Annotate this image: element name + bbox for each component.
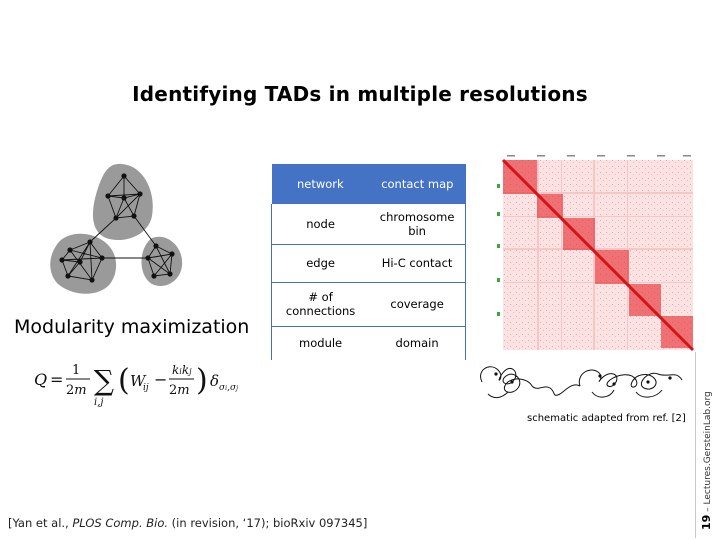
hic-contact-heatmap <box>497 155 695 352</box>
svg-text:ij: ij <box>143 383 149 393</box>
slide-footer-vertical: 19 – Lectures.GersteinLab.org <box>700 391 713 530</box>
footer-divider <box>695 352 696 538</box>
svg-text:2m: 2m <box>66 383 87 398</box>
table-row: node chromosome bin <box>271 204 466 245</box>
svg-text:i,j: i,j <box>94 397 103 408</box>
citation-journal: PLOS Comp. Bio. <box>72 516 169 530</box>
modularity-label: Modularity maximization <box>14 316 250 338</box>
table-cell: chromosome bin <box>369 204 466 245</box>
table-cell: edge <box>271 244 370 283</box>
slide-number: 19 <box>700 514 713 530</box>
svg-text:δ: δ <box>210 372 219 390</box>
svg-text:W: W <box>130 372 147 390</box>
svg-text:kikj: kikj <box>172 363 192 377</box>
lectures-site-label: – Lectures.GersteinLab.org <box>703 391 713 515</box>
svg-text:1: 1 <box>72 363 80 378</box>
table-cell: module <box>299 336 343 351</box>
table-row: module domain <box>272 326 466 360</box>
table-row: edge Hi-C contact <box>271 244 466 283</box>
citation-suffix: (in revision, ‘17); bioRxiv 097345] <box>168 516 368 530</box>
svg-text:): ) <box>196 363 208 398</box>
svg-text:(: ( <box>118 363 130 398</box>
table-cell: node <box>271 204 370 245</box>
svg-text:2m: 2m <box>169 383 190 398</box>
table-cell: coverage <box>369 282 466 327</box>
chromatin-schematic <box>480 366 683 399</box>
network-contactmap-table: network contact map node chromosome bin … <box>271 164 466 360</box>
table-cell: domain <box>395 336 439 351</box>
svg-text:σi,σj: σi,σj <box>219 383 238 393</box>
modularity-formula: Q = 1 2m ∑ i,j ( W ij − kikj 2m ) δ σi,σ… <box>34 363 238 408</box>
citation: [Yan et al., PLOS Comp. Bio. (in revisio… <box>8 516 367 530</box>
table-header-network: network <box>271 164 370 204</box>
table-cell: # of connections <box>271 282 370 327</box>
network-modules-figure <box>50 163 183 294</box>
module-blob-right <box>141 236 183 286</box>
table-cell: Hi-C contact <box>369 244 466 283</box>
table-row: # of connections coverage <box>271 282 466 327</box>
schematic-caption: schematic adapted from ref. [2] <box>527 413 686 424</box>
module-blob-left <box>50 233 117 294</box>
table-header-row: network contact map <box>271 164 466 204</box>
citation-prefix: [Yan et al., <box>8 516 73 530</box>
svg-text:∑: ∑ <box>94 364 114 397</box>
table-header-contact-map: contact map <box>369 164 466 204</box>
svg-text:=: = <box>50 370 63 389</box>
svg-text:−: − <box>154 370 167 389</box>
svg-text:Q: Q <box>34 370 47 389</box>
slide-title: Identifying TADs in multiple resolutions <box>132 82 588 106</box>
